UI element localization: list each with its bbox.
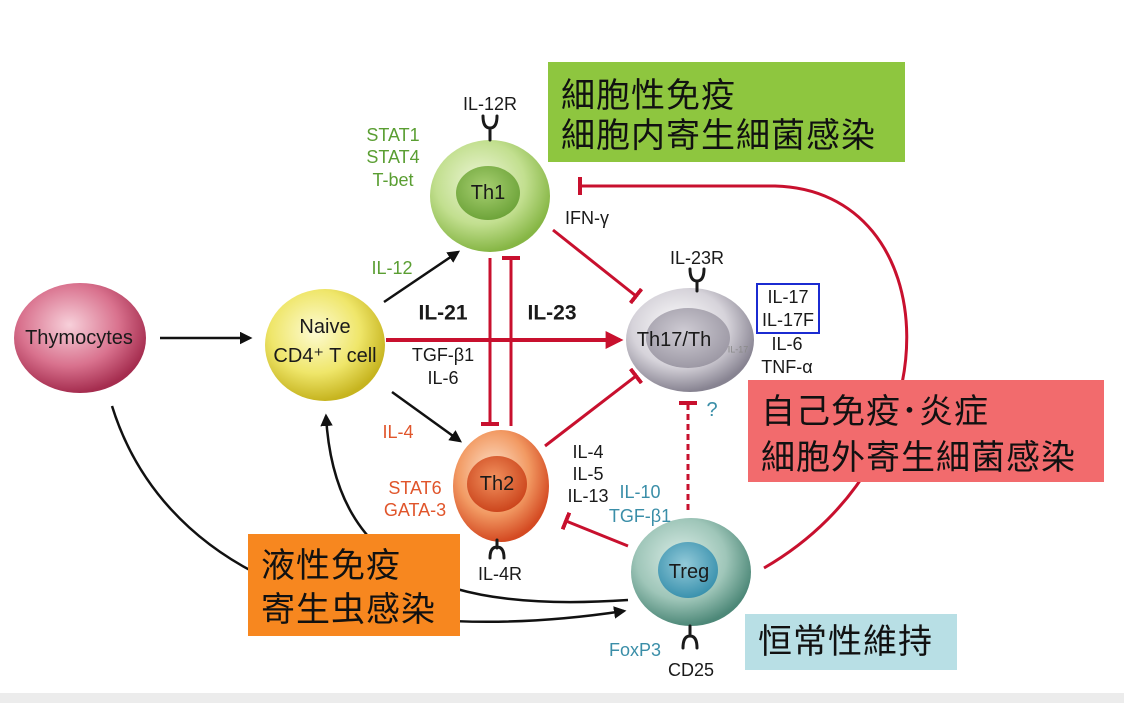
il12r-receptor-icon bbox=[481, 114, 499, 142]
cytokine-il6-inducer: IL-6 bbox=[427, 368, 459, 388]
treg-factor-foxp3: FoxP3 bbox=[608, 640, 662, 660]
cytokine-il12: IL-12 bbox=[371, 258, 413, 278]
cytokine-il13: IL-13 bbox=[567, 486, 609, 506]
cytokine-il10: IL-10 bbox=[619, 482, 661, 502]
th1-factor-tbet: T-bet bbox=[372, 170, 414, 190]
th2-factor-stat6: STAT6 bbox=[388, 478, 442, 498]
callout-th1-line1: 細胞性免疫 bbox=[561, 76, 736, 116]
il23r-receptor-icon bbox=[688, 267, 706, 293]
th2-label: Th2 bbox=[479, 473, 515, 495]
uncertain-question-mark: ? bbox=[706, 399, 718, 421]
inhibit-th1-to-th17 bbox=[552, 228, 644, 305]
inhibit-treg-to-th2 bbox=[560, 511, 629, 548]
cd25-label: CD25 bbox=[667, 660, 715, 680]
th1-factor-stat4: STAT4 bbox=[366, 147, 420, 167]
il17-highlight-box bbox=[756, 283, 820, 334]
footer-strip bbox=[0, 693, 1124, 703]
cytokine-tnf-alpha: TNF-α bbox=[761, 357, 813, 377]
cytokine-il4-inducer: IL-4 bbox=[382, 422, 414, 442]
callout-treg-function: 恒常性維持 bbox=[745, 614, 957, 670]
cytokine-tgfb1-product: TGF-β1 bbox=[608, 506, 672, 526]
inhibit-th2-to-th17 bbox=[544, 367, 644, 448]
th1-nucleus bbox=[456, 166, 520, 220]
arrow-naive-to-th1 bbox=[383, 250, 461, 304]
callout-th2-function: 液性免疫 寄生虫感染 bbox=[248, 534, 460, 636]
cytokine-il23: IL-23 bbox=[527, 301, 577, 325]
cytokine-il17f: IL-17F bbox=[761, 310, 815, 330]
il4r-receptor-icon bbox=[488, 538, 506, 560]
cd4-t-cell-label: CD4⁺ T cell bbox=[273, 345, 377, 367]
treg-nucleus bbox=[658, 542, 718, 598]
th17-nucleus bbox=[646, 308, 730, 368]
th2-nucleus bbox=[467, 456, 527, 512]
cytokine-tgfb1-inducer: TGF-β1 bbox=[411, 345, 475, 365]
callout-th2-line1: 液性免疫 bbox=[261, 546, 401, 586]
th2-factor-gata3: GATA-3 bbox=[383, 500, 447, 520]
cytokine-il6-product: IL-6 bbox=[771, 334, 803, 354]
cytokine-il4-product: IL-4 bbox=[572, 442, 604, 462]
callout-th1-line2: 細胞内寄生細菌感染 bbox=[561, 116, 876, 156]
cytokine-ifn-gamma: IFN-γ bbox=[565, 208, 609, 228]
cd25-receptor-icon bbox=[681, 624, 699, 650]
cytokine-il17: IL-17 bbox=[767, 287, 809, 307]
cytokine-il5: IL-5 bbox=[572, 464, 604, 484]
naive-label: Naive bbox=[299, 316, 351, 338]
naive-cd4-t-cell bbox=[265, 289, 385, 401]
callout-treg-line1: 恒常性維持 bbox=[758, 622, 933, 662]
il23r-label: IL-23R bbox=[669, 248, 725, 268]
th1-factor-stat1: STAT1 bbox=[366, 125, 420, 145]
thymocytes-cell bbox=[14, 283, 146, 393]
th17-subscript: IL-17 bbox=[727, 344, 749, 355]
callout-th2-line2: 寄生虫感染 bbox=[261, 590, 436, 630]
th1-label: Th1 bbox=[470, 182, 506, 204]
thymocytes-label: Thymocytes bbox=[25, 327, 133, 349]
callout-th1-function: 細胞性免疫 細胞内寄生細菌感染 bbox=[548, 62, 905, 162]
il4r-label: IL-4R bbox=[477, 564, 523, 584]
arrow-naive-to-th2 bbox=[391, 390, 463, 443]
il12r-label: IL-12R bbox=[462, 94, 518, 114]
th17-label: Th17/Th bbox=[636, 329, 712, 351]
treg-label: Treg bbox=[668, 561, 710, 583]
inhibit-treg-to-th1-curve bbox=[578, 177, 909, 570]
callout-th17-line1: 自己免疫･炎症 bbox=[761, 392, 989, 432]
callout-th17-function: 自己免疫･炎症 細胞外寄生細菌感染 bbox=[748, 380, 1104, 482]
callout-th17-line2: 細胞外寄生細菌感染 bbox=[761, 438, 1076, 478]
cytokine-il21: IL-21 bbox=[418, 301, 468, 325]
